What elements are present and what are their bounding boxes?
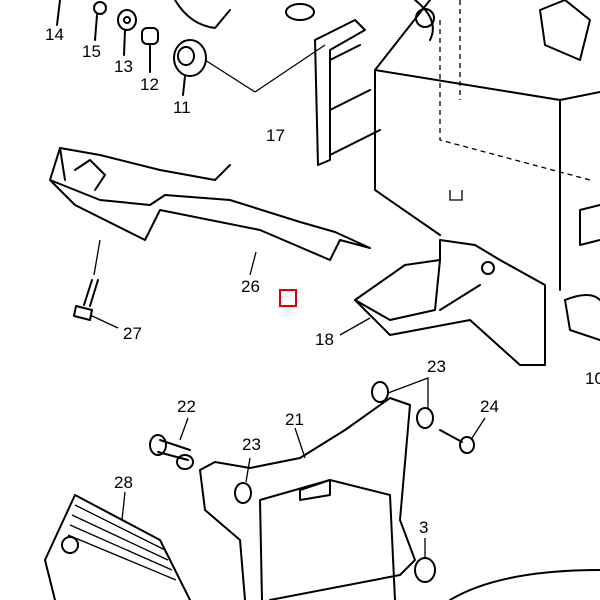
- part-23-washers: [234, 377, 434, 504]
- part-10-box: [374, 0, 600, 291]
- part-12-collar: [141, 27, 159, 73]
- part-18-guard: [339, 239, 600, 366]
- part-26-cover: [49, 147, 371, 276]
- part-11-grommet: [173, 39, 326, 96]
- callout-17: 17: [266, 126, 285, 145]
- part-24-bolt: [439, 417, 486, 454]
- part-17-bracket: [314, 19, 381, 166]
- part-28-panel: [44, 491, 191, 600]
- callout-24: 24: [480, 397, 499, 416]
- callout-12: 12: [140, 75, 159, 94]
- selection-marker[interactable]: [279, 289, 297, 307]
- callout-21: 21: [285, 410, 304, 429]
- callout-11: 11: [173, 98, 191, 117]
- part-27-screw: [73, 279, 119, 329]
- part-13-grommet: [117, 9, 137, 56]
- callout-23-lower: 23: [242, 435, 261, 454]
- callout-10: 10: [585, 369, 600, 388]
- callout-28: 28: [114, 473, 133, 492]
- callout-15: 15: [82, 42, 101, 61]
- part-21-housing: [199, 397, 416, 600]
- callout-23-upper: 23: [427, 357, 446, 376]
- callout-27: 27: [123, 324, 142, 343]
- part-22-bolt: [149, 417, 194, 470]
- callout-22: 22: [177, 397, 196, 416]
- callout-3: 3: [419, 518, 429, 537]
- part-15-bolt: [93, 1, 107, 41]
- callout-13: 13: [114, 57, 133, 76]
- callout-14: 14: [45, 25, 64, 44]
- part-3-collar: [414, 538, 600, 600]
- callout-26: 26: [241, 277, 260, 296]
- callout-18: 18: [315, 330, 334, 349]
